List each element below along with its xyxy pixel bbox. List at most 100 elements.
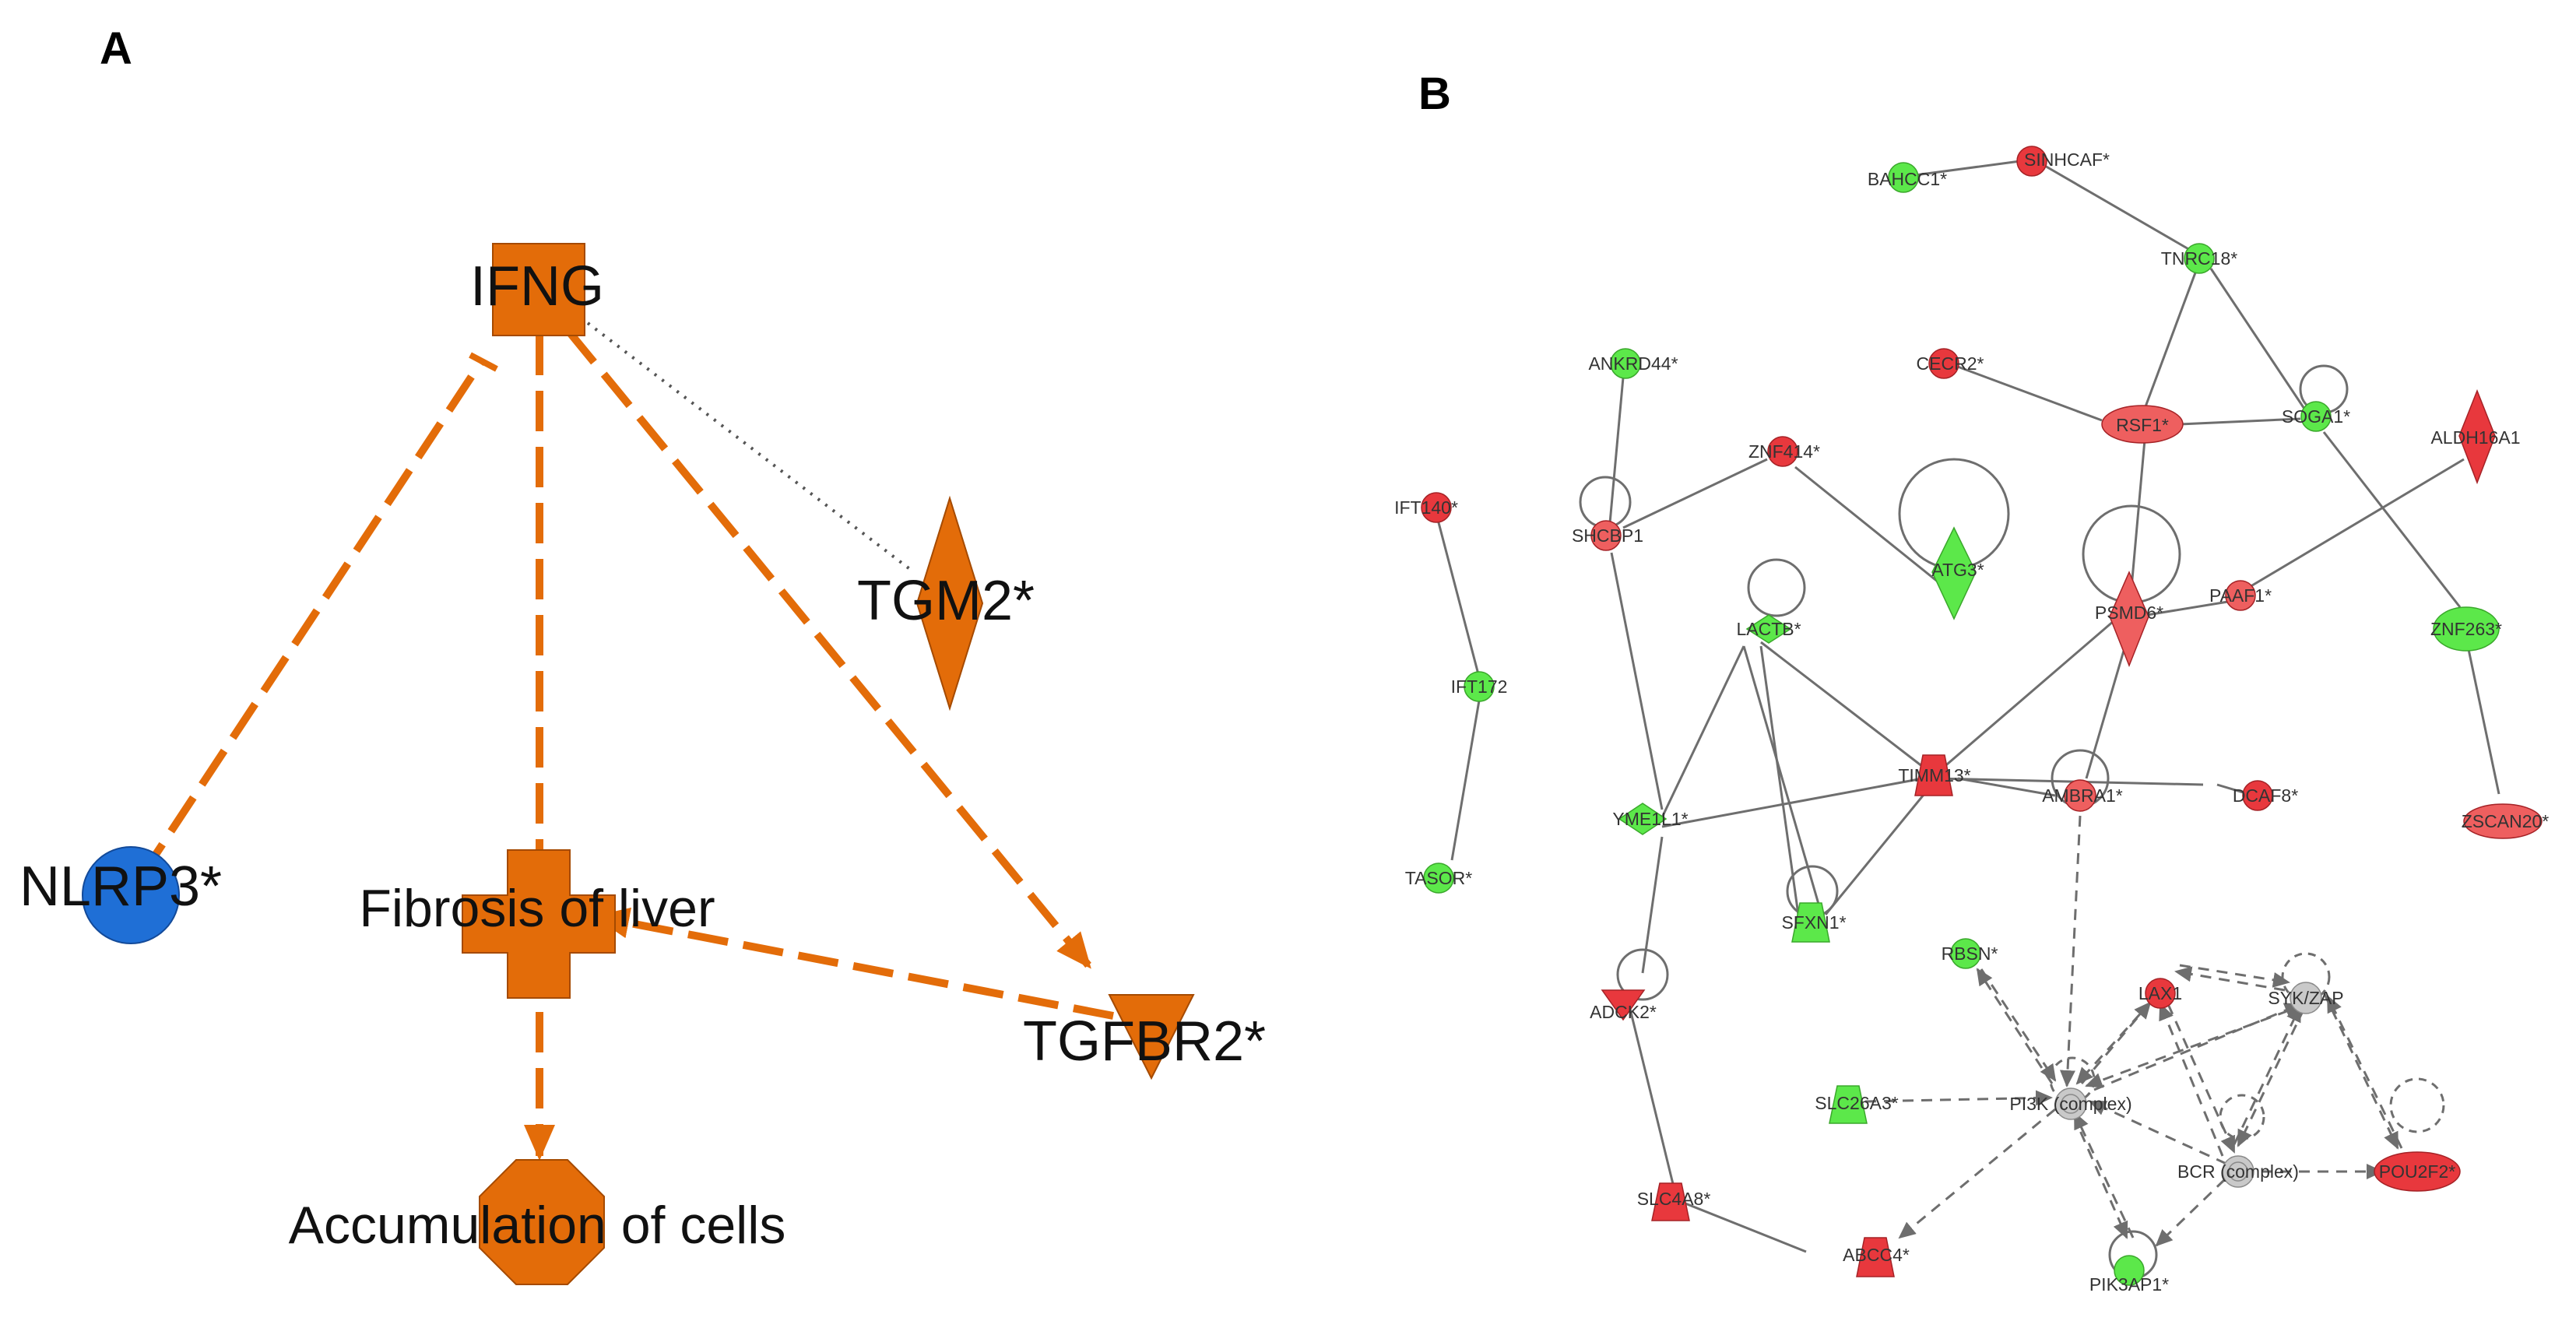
edge	[1610, 552, 1664, 810]
node-dcaf8-label: DCAF8*	[2233, 785, 2298, 806]
node-ift140-shape	[1421, 492, 1452, 523]
node-pi3k-ring	[2061, 1094, 2081, 1114]
node-adck2-label: ADCK2*	[1590, 1002, 1657, 1022]
edge	[2159, 1003, 2224, 1157]
edge	[1435, 513, 1481, 678]
node-znf263-label: ZNF263*	[2430, 619, 2502, 639]
edge	[1957, 777, 2056, 797]
node-bcr-shape	[2222, 1155, 2254, 1188]
node-atg3-label: ATG3*	[1931, 560, 1984, 580]
edge	[2143, 268, 2198, 409]
node-fibrosis-shape	[462, 849, 616, 999]
node-bcr-ring	[2228, 1161, 2248, 1182]
edge	[2093, 1003, 2302, 1091]
node-yme1l1-shape	[1618, 803, 1668, 835]
node-shcbp1-label: SHCBP1	[1572, 525, 1643, 546]
node-nlrp3-shape	[82, 846, 180, 944]
node-sfxn1-label: SFXN1*	[1781, 912, 1846, 933]
node-psmd6-label: PSMD6*	[2095, 603, 2163, 623]
node-zscan20-label: ZSCAN20*	[2462, 811, 2550, 831]
loop	[1579, 476, 1632, 529]
edge-nlrp3-ifng	[136, 357, 487, 880]
node-zscan20-shape	[2463, 803, 2543, 839]
node-fibrosis-label: Fibrosis of liver	[359, 879, 715, 938]
inhibition-tick	[469, 352, 498, 372]
edge	[2167, 1003, 2236, 1154]
panel-b-solid-edges	[1435, 160, 2500, 1253]
node-lactb-label: LACTB*	[1736, 619, 1801, 639]
node-tgfbr2-label: TGFBR2*	[1023, 1010, 1266, 1073]
node-ambra1-shape	[2064, 779, 2096, 812]
edge	[2146, 598, 2243, 617]
node-ift140-label: IFT140*	[1394, 497, 1458, 518]
node-paaf1-shape	[2225, 580, 2256, 611]
node-rbsn-shape	[1950, 938, 1981, 969]
edge	[1625, 996, 1675, 1188]
edge	[1661, 777, 1924, 828]
node-rbsn-label: RBSN*	[1942, 943, 1998, 964]
node-tnrc18-shape	[2184, 243, 2215, 274]
edge	[1450, 700, 1481, 861]
node-bahcc1-label: BAHCC1*	[1868, 169, 1947, 189]
node-ankrd44-label: ANKRD44*	[1588, 353, 1678, 374]
node-lax1-label: LAX1	[2138, 983, 2182, 1003]
edge-ifng-tgm2	[586, 321, 912, 571]
edge	[2043, 163, 2196, 255]
edge	[1622, 458, 1768, 529]
node-ambra1-label: AMBRA1*	[2042, 785, 2123, 806]
node-cecr2-shape	[1928, 348, 1959, 379]
loop	[1616, 948, 1669, 1001]
edge	[1934, 777, 2204, 786]
node-rsf1-shape	[2101, 405, 2184, 444]
loop	[2219, 1094, 2265, 1140]
node-tgm2-shape	[915, 495, 984, 711]
node-lax1-shape	[2145, 978, 2176, 1009]
node-pi3k-shape	[2054, 1087, 2087, 1120]
edge	[1955, 364, 2103, 422]
edge-tgfbr2-fibrosis	[593, 907, 1114, 1020]
node-znf414-label: ZNF414*	[1748, 441, 1820, 462]
node-paaf1-label: PAAF1*	[2209, 585, 2272, 606]
edge	[2247, 458, 2465, 589]
node-ifng-shape	[492, 243, 585, 336]
node-ifng-label: IFNG	[470, 255, 604, 318]
panel-b-dashed-edges	[1864, 815, 2403, 1247]
edge	[2179, 417, 2301, 426]
node-abcc4-label: ABCC4*	[1843, 1245, 1910, 1265]
panel-b: B	[1394, 69, 2549, 1295]
node-tasor-shape	[1423, 863, 1454, 894]
node-soga1-label: SOGA1*	[2282, 406, 2350, 427]
edge	[2322, 431, 2462, 608]
edge	[2465, 638, 2500, 795]
node-sinhcaf-shape	[2016, 146, 2047, 177]
node-pik3ap1-shape	[2114, 1255, 2145, 1286]
node-shcbp1-shape	[1590, 520, 1622, 551]
edge	[1914, 160, 2021, 177]
loop	[1747, 558, 1806, 617]
edge	[2155, 1178, 2226, 1247]
node-bcr-label: BCR (complex)	[2177, 1161, 2299, 1182]
edge	[2130, 439, 2146, 588]
node-rsf1-label: RSF1*	[2116, 415, 2169, 435]
edge-ifng-tgfbr2	[565, 328, 1091, 969]
node-slc26a3-shape	[1829, 1085, 1868, 1124]
node-dcaf8-shape	[2242, 780, 2273, 811]
edge	[2322, 992, 2399, 1150]
node-abcc4-shape	[1856, 1237, 1895, 1277]
panel-b-label: B	[1418, 69, 1451, 119]
node-pi3k-label: PI3K (complex)	[2009, 1094, 2131, 1114]
node-pou2f2-label: POU2F2*	[2379, 1161, 2455, 1182]
node-lactb-shape	[1745, 614, 1792, 644]
node-aldh16a1-shape	[2458, 388, 2496, 485]
edge	[1976, 968, 2054, 1084]
node-accumulation-label: Accumulation of cells	[289, 1196, 786, 1255]
edge	[2073, 1112, 2135, 1238]
node-adck2-shape	[1601, 989, 1646, 1021]
node-znf263-shape	[2433, 606, 2500, 652]
edge	[2326, 995, 2403, 1149]
edge	[2059, 815, 2082, 1087]
node-slc4a8-label: SLC4A8*	[1637, 1189, 1711, 1209]
node-cecr2-label: CECR2*	[1917, 353, 1984, 374]
panel-a-label: A	[100, 23, 132, 74]
node-aldh16a1-label: ALDH16A1	[2430, 427, 2520, 448]
